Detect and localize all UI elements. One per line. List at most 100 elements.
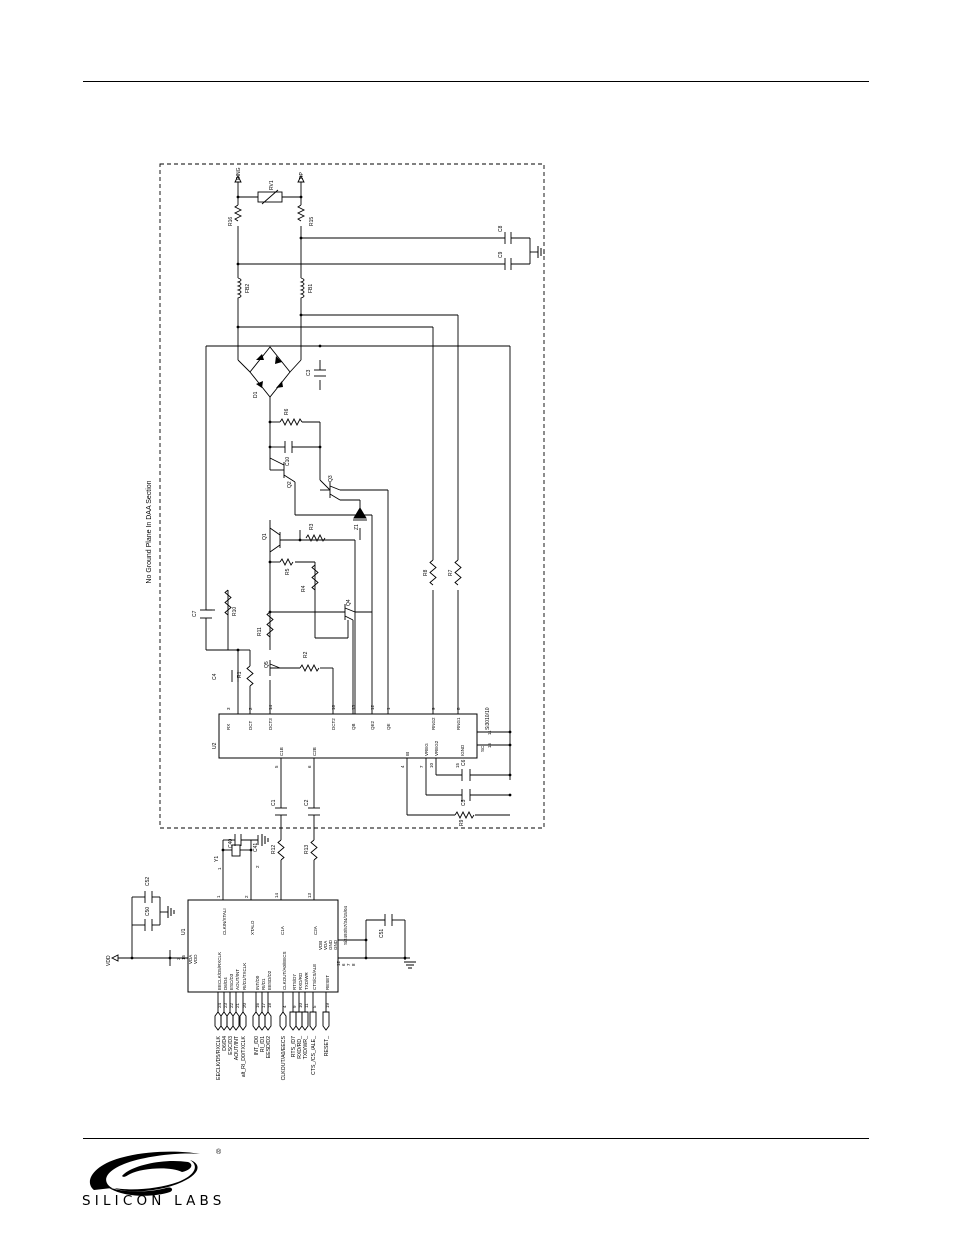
q2-label: Q2	[287, 481, 293, 488]
offpage-connector	[264, 1011, 272, 1031]
u1-pin-num: 1	[216, 895, 221, 898]
u2-pin-name: C1B	[279, 747, 284, 756]
u1-pin-name: ESC/D3	[229, 973, 234, 990]
component-labels: RING TIP RV1 R16 R15 C8 C9 FB2 FB1 D1 C3…	[106, 167, 504, 966]
r2-label: R2	[303, 651, 309, 658]
r4-label: R4	[301, 585, 307, 592]
r11-label: R11	[257, 627, 263, 636]
offpage-connector	[322, 1011, 330, 1031]
r3-label: R3	[309, 523, 315, 530]
q5-label: Q5	[264, 661, 270, 668]
offpage-connector	[214, 1011, 222, 1031]
net-label: alt_RI_D0/TXCLK	[241, 1035, 247, 1077]
c4-label: C4	[212, 673, 218, 680]
u2-pin-num: 15	[455, 762, 460, 768]
c50-label: C50	[145, 907, 151, 916]
u1-pin-name: RTS/D7	[292, 974, 297, 990]
vdd-label: VDD	[106, 955, 112, 966]
tip-label: TIP	[299, 172, 305, 180]
y1-pin-2: 2	[255, 865, 260, 868]
u1-pin-name: AOUT/INT	[235, 969, 240, 990]
u1-chip: U1 Si2493/57/34/15/04 CLKIN/XTALI1XTALO2…	[176, 892, 356, 1008]
y1-label: Y1	[214, 856, 220, 862]
offpage-connector	[258, 1011, 266, 1031]
r5-label: R5	[285, 568, 291, 575]
c8-label: C8	[498, 225, 504, 232]
u2-pin-name: QE2	[370, 720, 375, 730]
offpage-connector	[220, 1011, 228, 1031]
q4-label: Q4	[346, 599, 352, 606]
u1-pin-name: VDB	[318, 941, 323, 950]
u1-pin-name: RI/D1	[261, 978, 266, 990]
q3-label: Q3	[328, 475, 334, 482]
u1-pin-name: D6/D4	[223, 977, 228, 990]
u1-pin-num: 10	[298, 1002, 303, 1008]
net-label: ESC/D3	[228, 1036, 234, 1055]
u2-pin-name: DCT	[248, 721, 253, 730]
u2-pin-name: RX	[226, 724, 231, 730]
net-label: CLKOUT/A0/EECS	[281, 1035, 287, 1080]
net-label: RI_/D1	[260, 1036, 266, 1052]
u1-pin-name: RXD/RD	[298, 972, 303, 990]
r9-label: R9	[459, 819, 465, 826]
fb1-label: FB1	[308, 284, 314, 293]
u2-pin-num: 10	[429, 762, 434, 768]
u2-pin-name: RNG1	[456, 717, 461, 730]
offpage-connector	[252, 1011, 260, 1031]
c51-label: C51	[379, 929, 385, 938]
u1-pin-name: C2A	[313, 926, 318, 935]
u1-pin-num: 12	[336, 960, 341, 966]
u1-pin-name: INT/D0	[255, 975, 260, 990]
rv1-label: RV1	[269, 180, 275, 190]
u1-pin-name: GND	[328, 939, 333, 950]
r6-label: R6	[284, 408, 290, 415]
u1-pin-num: 16	[255, 1002, 260, 1008]
net-label: D6/D4	[222, 1036, 228, 1051]
u1-pin-name: TXD/WR	[304, 972, 309, 990]
net-label: EESD/D2	[266, 1036, 272, 1058]
net-label: EECLK/D5/RXCLK	[216, 1035, 222, 1079]
r15-label: R15	[309, 217, 315, 226]
u1-pin-num: 23	[223, 1002, 228, 1008]
z1-label: Z1	[354, 524, 360, 530]
r16-label: R16	[228, 217, 234, 226]
c3-label: C3	[306, 369, 312, 376]
u2-pin-num: 4	[400, 765, 405, 768]
offpage-connector	[239, 1011, 247, 1031]
u2-pin-num: 1	[386, 707, 391, 710]
u1-pin-name: C1A	[280, 926, 285, 935]
u2-pin-num: 3	[226, 707, 231, 710]
r13-label: R13	[304, 845, 310, 854]
u2-pin-num: 8	[456, 707, 461, 710]
c5-label: C5	[461, 799, 467, 806]
u2-pin-num: 6	[307, 765, 312, 768]
u1-pin-num: 18	[267, 1002, 272, 1008]
daa-boundary	[159, 163, 545, 829]
u1-pin-num: 5	[312, 1005, 317, 1008]
net-label: CTS_/CS_/ALE_	[311, 1036, 317, 1075]
daa-region-label: No Ground Plane In DAA Section	[146, 480, 153, 583]
offpage-connector	[232, 1011, 240, 1031]
footer-rule	[83, 1138, 869, 1139]
net-label: RXD/RD_	[297, 1036, 303, 1059]
net-label: AOUT/INT	[234, 1035, 240, 1060]
q1-label: Q1	[262, 533, 268, 540]
u1-pin-num: 19	[325, 1002, 330, 1008]
c40-label: C40	[228, 839, 234, 848]
net-label: RESET_	[324, 1036, 330, 1056]
offpage-connector	[226, 1011, 234, 1031]
u2-pin-name: IB	[405, 752, 410, 756]
c1-label: C1	[271, 799, 277, 806]
offpage-connector	[279, 1011, 287, 1031]
u1-pin-name: VDA	[188, 955, 193, 964]
u2-ref: U2	[212, 742, 218, 749]
u2-pin-name: VREG2	[434, 740, 439, 756]
r1-label: R1	[237, 671, 243, 678]
u2-pin-name: DCT2	[331, 718, 336, 730]
c6-label: C6	[461, 759, 467, 766]
wires	[118, 182, 538, 966]
components	[110, 174, 545, 969]
offpage-connector	[289, 1011, 297, 1031]
